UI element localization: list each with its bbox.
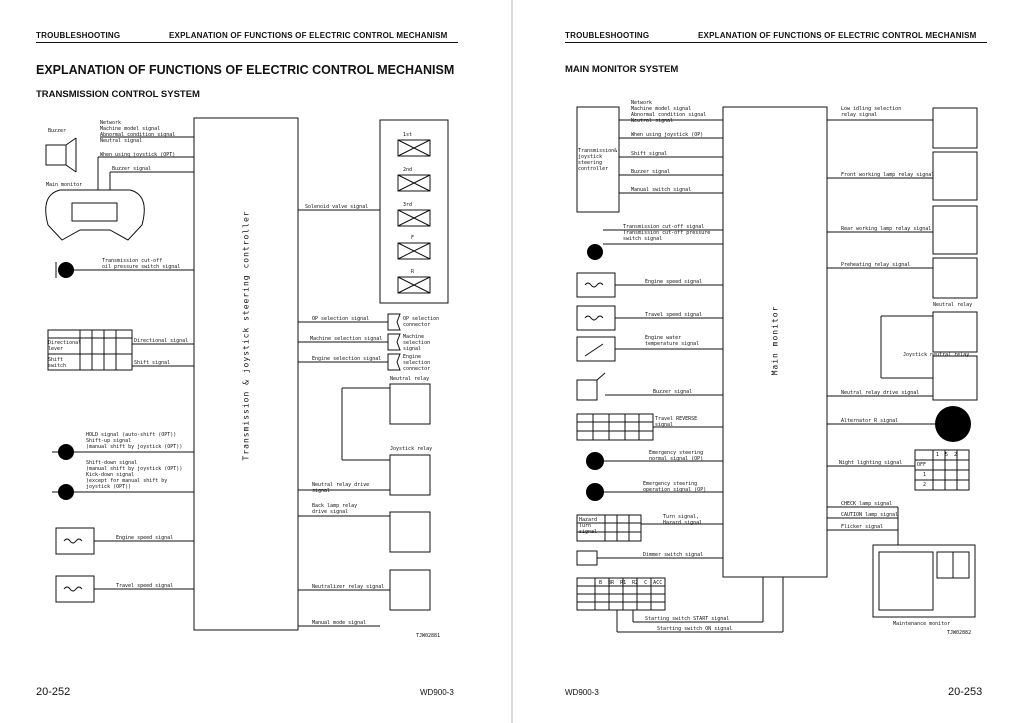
low-idling-label: Low idling selection relay signal	[841, 106, 902, 118]
neutral-drive-label: Neutral relay drive signal	[841, 390, 920, 396]
shift-signal-label: Shift signal	[134, 360, 171, 366]
section-title: TRANSMISSION CONTROL SYSTEM	[36, 89, 200, 100]
running-header-left: TROUBLESHOOTING	[36, 31, 121, 40]
turn-hazard-label: Turn signal, Hazard signal	[663, 514, 703, 526]
directional-signal-label: Directional signal	[134, 338, 189, 344]
buzzer-signal-label: Buzzer signal	[112, 166, 152, 172]
caution-lamp-label: CAUTION lamp signal	[841, 512, 899, 518]
check-lamp-label: CHECK lamp signal	[841, 501, 893, 507]
manual-switch-label: Manual switch signal	[631, 187, 692, 193]
hazard-table-label: Hazard Turn signal	[579, 517, 598, 535]
travel-speed-label: Travel speed signal	[645, 312, 703, 318]
preheat-label: Preheating relay signal	[841, 262, 911, 268]
shiftdown-label: Shift-down signal (manual shift by joyst…	[86, 460, 183, 490]
emergency-operation-label: Emergency steering operation signal (OP)	[643, 481, 707, 493]
machine-connector-label: Machine selection signal	[403, 334, 431, 352]
model-code: WD900-3	[565, 688, 599, 697]
op-selection-label: OP selection signal	[312, 316, 370, 322]
running-header-right: EXPLANATION OF FUNCTIONS OF ELECTRIC CON…	[698, 31, 977, 40]
solenoid-2nd-label: 2nd	[403, 167, 413, 173]
front-lamp-label: Front working lamp relay signal	[841, 172, 935, 178]
shift-signal-label: Shift signal	[631, 151, 668, 157]
neutral-relay-drive-label: Neutral relay drive signal	[312, 482, 370, 494]
engine-selection-label: Engine selection signal	[312, 356, 382, 362]
solenoid-3rd-label: 3rd	[403, 202, 413, 208]
neutralizer-label: Neutralizer relay signal	[312, 584, 385, 590]
engine-water-label: Engine water temperature signal	[645, 335, 700, 347]
buzzer-label: Buzzer	[48, 128, 67, 134]
solenoid-signal-label: Solenoid valve signal	[305, 204, 369, 210]
joystick-opt-label: When using joystick (OP)	[631, 132, 704, 138]
night-table-head: 1 5 2	[936, 452, 958, 458]
network-label: Network Machine model signal Abnormal co…	[631, 100, 707, 124]
solenoid-r-label: R	[411, 269, 415, 275]
night-table-1: 1	[923, 472, 927, 478]
start-signal-label: Starting switch START signal	[645, 616, 730, 622]
tcutoff-label: Transmission cut-off oil pressure switch…	[102, 258, 181, 270]
joystick-relay-label: Joystick relay	[390, 446, 433, 452]
figure-id: TJW02882	[947, 630, 972, 636]
main-monitor-wiring-diagram	[576, 106, 978, 633]
buzzer-signal-label: Buzzer signal	[631, 169, 671, 175]
directional-lever-label: Directional lever	[48, 340, 82, 352]
neutral-relay-label: Neutral relay	[933, 302, 973, 308]
on-signal-label: Starting switch ON signal	[657, 626, 733, 632]
engine-connector-label: Engine selection connector	[403, 354, 431, 372]
starting-table-head: B BR R1 R2 C ACC	[599, 580, 663, 586]
dimmer-label: Dimmer switch signal	[643, 552, 704, 558]
section-title: MAIN MONITOR SYSTEM	[565, 64, 679, 75]
engine-speed-label: Engine speed signal	[116, 535, 174, 541]
main-monitor-label: Main monitor	[770, 305, 780, 376]
tcutoff-label: Transmission cut-off signal Transmission…	[623, 224, 711, 242]
right-page: TROUBLESHOOTING EXPLANATION OF FUNCTIONS…	[513, 0, 1024, 723]
neutral-relay-label: Neutral relay	[390, 376, 430, 382]
controller-label: Transmission & joystick steering control…	[241, 210, 251, 461]
page-spine	[511, 0, 513, 723]
back-lamp-label: Back lamp relay drive signal	[312, 503, 358, 515]
solenoid-1st-label: 1st	[403, 132, 413, 138]
figure-id: TJW02881	[416, 633, 441, 639]
page-number: 20-252	[36, 686, 71, 698]
emergency-normal-label: Emergency steering normal signal (OP)	[649, 450, 704, 462]
page-title: EXPLANATION OF FUNCTIONS OF ELECTRIC CON…	[36, 63, 455, 77]
manual-mode-label: Manual mode signal	[312, 620, 367, 626]
rear-lamp-label: Rear working lamp relay signal	[841, 226, 932, 232]
shift-switch-label: Shift switch	[48, 357, 67, 369]
controller-label: Transmission& joystick steering controll…	[578, 148, 618, 172]
alternator-label: Alternator R signal	[841, 418, 899, 424]
buzzer2-label: Buzzer signal	[653, 389, 693, 395]
main-monitor-label: Main monitor	[46, 182, 83, 188]
op-connector-label: OP selection connector	[403, 316, 440, 328]
solenoid-f-label: F	[411, 235, 415, 241]
travel-speed-label: Travel speed signal	[116, 583, 174, 589]
model-code: WD900-3	[420, 688, 454, 697]
machine-selection-label: Machine selection signal	[310, 336, 383, 342]
flicker-label: Flicker signal	[841, 524, 884, 530]
running-header-right: EXPLANATION OF FUNCTIONS OF ELECTRIC CON…	[169, 31, 448, 40]
running-header-left: TROUBLESHOOTING	[565, 31, 650, 40]
engine-speed-label: Engine speed signal	[645, 279, 703, 285]
header-rule	[36, 42, 458, 43]
transmission-wiring-diagram	[45, 117, 449, 631]
night-table-2: 2	[923, 482, 927, 488]
maintenance-monitor-label: Maintenance monitor	[893, 621, 951, 627]
joystick-neutral-label: Joystick neutral relay	[903, 352, 970, 358]
night-table-off: OFF	[917, 462, 927, 468]
joystick-opt-label: When using joystick (OPT)	[100, 152, 176, 158]
hold-signal-label: HOLD signal (auto-shift (OPT)) Shift-up …	[86, 432, 183, 450]
travel-reverse-label: Travel REVERSE signal	[655, 416, 698, 428]
header-rule	[565, 42, 987, 43]
page-number: 20-253	[948, 686, 983, 698]
left-page: TROUBLESHOOTING EXPLANATION OF FUNCTIONS…	[0, 0, 511, 723]
night-lighting-label: Night lighting signal	[839, 460, 903, 466]
network-label: Network Machine model signal Abnormal co…	[100, 120, 176, 144]
